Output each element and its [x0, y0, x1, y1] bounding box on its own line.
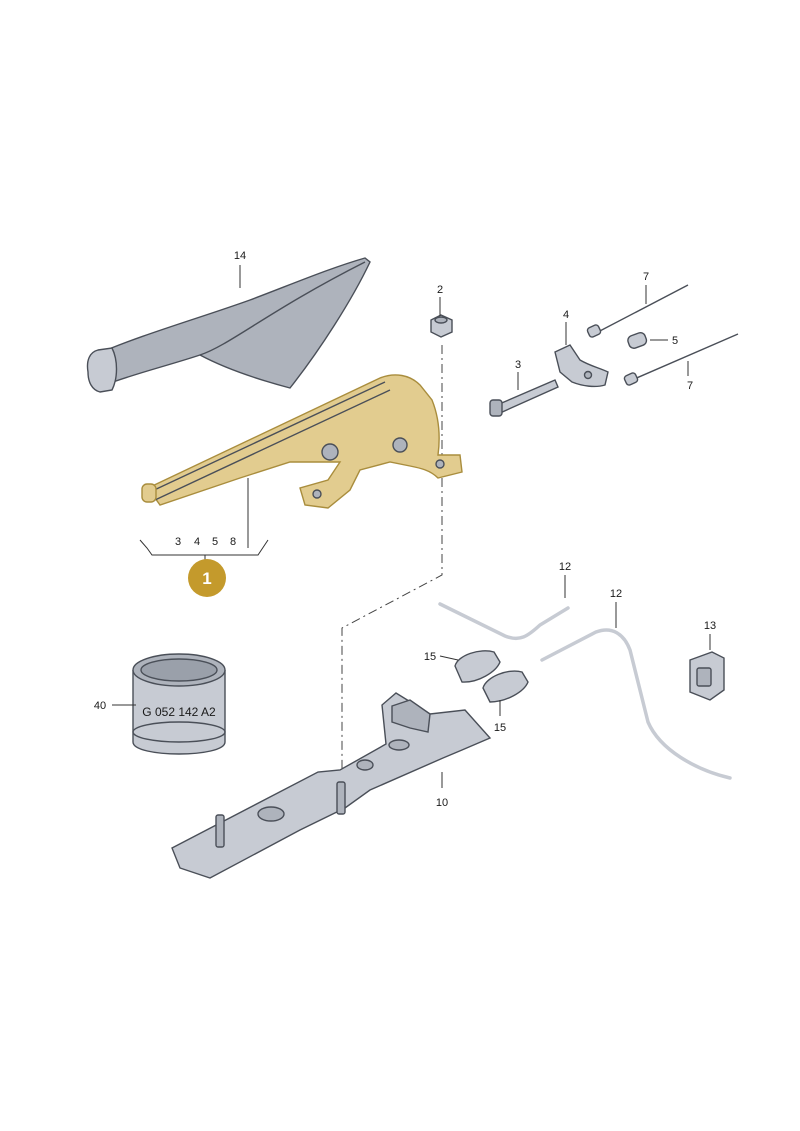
cable-equalizer-part — [554, 344, 609, 388]
callout-3: 3 — [515, 359, 521, 371]
pin-part — [489, 379, 559, 417]
callout-40: 40 — [94, 700, 106, 712]
callout-5: 5 — [672, 335, 678, 347]
tube-lower — [540, 628, 732, 780]
group-callout-5: 5 — [212, 536, 218, 548]
callout-12-lower: 12 — [610, 588, 622, 600]
callout-14: 14 — [234, 250, 246, 262]
mounting-bracket-part — [171, 692, 492, 879]
callout-12-upper: 12 — [559, 561, 571, 573]
bump-stop-lower — [482, 670, 529, 703]
group-callout-3: 3 — [175, 536, 181, 548]
leader-lines — [112, 265, 711, 788]
tube-upper — [438, 602, 570, 641]
nut-part — [430, 314, 453, 338]
callout-15-lower: 15 — [494, 722, 506, 734]
brake-cable-upper — [586, 284, 689, 338]
sealant-part-number: G 052 142 A2 — [142, 705, 216, 719]
callout-4: 4 — [563, 309, 569, 321]
lever-boot-part — [86, 257, 371, 393]
callout-15-upper: 15 — [424, 651, 436, 663]
clip-part — [689, 651, 725, 701]
callout-7-upper: 7 — [643, 271, 649, 283]
bump-stop-upper — [454, 650, 501, 683]
callout-1: 1 — [202, 569, 211, 588]
group-callout-4: 4 — [194, 536, 200, 548]
assembly-badge-circle — [188, 559, 226, 597]
brake-cable-lower — [623, 333, 739, 386]
group-callout-8: 8 — [230, 536, 236, 548]
callout-10: 10 — [436, 797, 448, 809]
callout-13: 13 — [704, 620, 716, 632]
sleeve-part — [627, 331, 648, 349]
callout-2: 2 — [437, 284, 443, 296]
sealant-can-part — [132, 653, 226, 755]
callout-7-lower: 7 — [687, 380, 693, 392]
handbrake-lever-assembly — [141, 374, 463, 509]
